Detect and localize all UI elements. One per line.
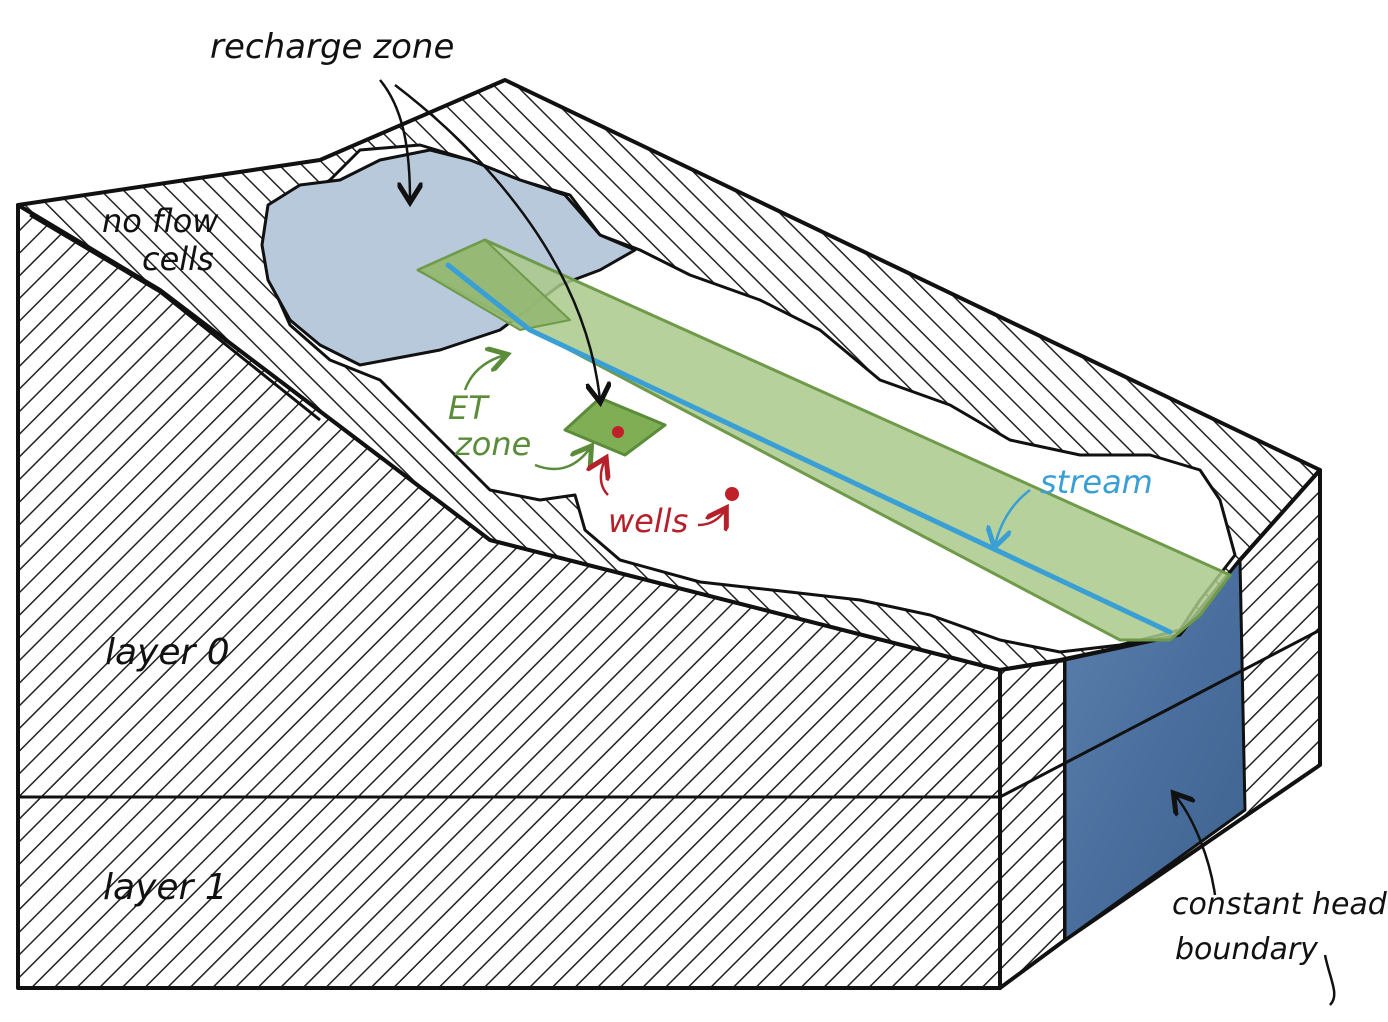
no-flow-label-line1: no flow — [102, 202, 219, 240]
layer-divider-side — [999, 628, 1321, 799]
recharge-zone-label: recharge zone — [210, 27, 455, 67]
et-patch — [563, 396, 667, 457]
recharge-arrow — [379, 79, 410, 200]
et-arrow-2 — [534, 448, 590, 471]
et-arrow-1 — [463, 355, 505, 391]
recharge-arrow-2 — [394, 84, 600, 400]
et-label-line2: zone — [455, 425, 532, 463]
stream-label: stream — [1040, 463, 1153, 501]
layer-1-label: layer 1 — [103, 867, 228, 908]
layer-0-label: layer 0 — [105, 632, 230, 673]
stream-line — [445, 262, 1173, 635]
right-side-strip — [998, 658, 1067, 990]
et-label-line1: ET — [448, 389, 488, 427]
no-flow-label-line2: cells — [142, 240, 214, 278]
well-marker-1 — [612, 426, 624, 438]
slope-line — [29, 213, 321, 422]
stream-arrow — [995, 489, 1031, 545]
wells-arrow-1 — [601, 460, 608, 496]
boundary-tail — [1323, 954, 1336, 1006]
wells-label: wells — [608, 502, 689, 540]
constant-head-arrow — [1175, 795, 1217, 896]
constant-head-label-line2: boundary — [1175, 932, 1318, 967]
et-zone-upper-band — [417, 239, 571, 331]
well-marker-2 — [725, 487, 739, 501]
wells-arrow-2 — [697, 510, 725, 525]
constant-head-label-line1: constant head — [1172, 887, 1387, 922]
